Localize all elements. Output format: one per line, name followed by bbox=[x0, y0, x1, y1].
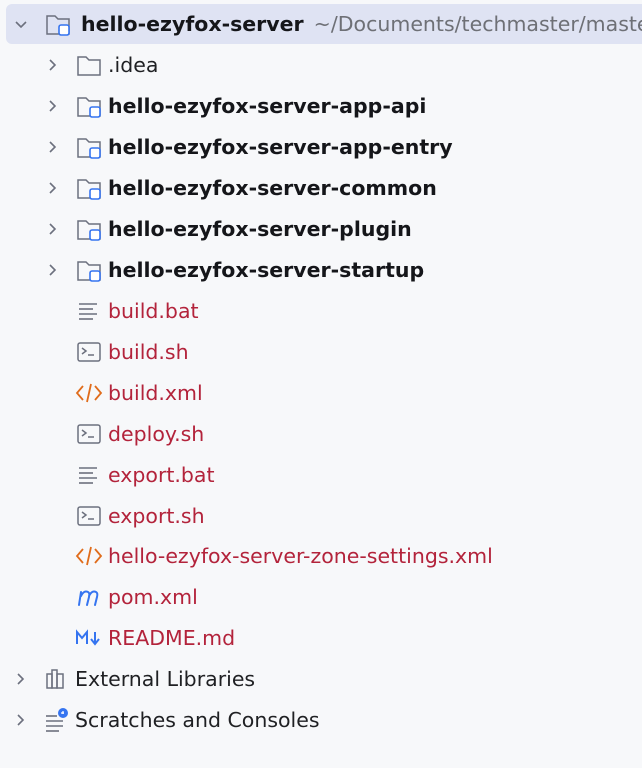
root-path: ~/Documents/techmaster/master bbox=[313, 12, 642, 36]
chevron-right-icon[interactable] bbox=[13, 672, 27, 686]
maven-pom-icon bbox=[78, 590, 99, 606]
module-folder-icon bbox=[46, 15, 70, 36]
chevron-right-icon[interactable] bbox=[45, 222, 59, 236]
xml-file-icon bbox=[75, 546, 103, 566]
shell-script-icon bbox=[77, 506, 101, 526]
tree-row-file[interactable]: deploy.sh bbox=[0, 414, 642, 454]
tree-row-label: hello-ezyfox-server-app-api bbox=[108, 94, 427, 118]
tree-row-label: build.sh bbox=[108, 340, 189, 364]
tree-row-label: pom.xml bbox=[108, 585, 198, 609]
tree-row-label: deploy.sh bbox=[108, 422, 205, 446]
module-folder-icon bbox=[77, 261, 101, 282]
tree-row-file[interactable]: export.sh bbox=[0, 496, 642, 536]
chevron-right-icon[interactable] bbox=[45, 181, 59, 195]
libraries-icon bbox=[46, 669, 64, 689]
chevron-down-icon[interactable] bbox=[14, 17, 28, 31]
tree-row-label: hello-ezyfox-server-plugin bbox=[108, 217, 412, 241]
text-file-icon bbox=[79, 303, 97, 320]
text-file-icon bbox=[79, 467, 97, 484]
chevron-right-icon[interactable] bbox=[45, 99, 59, 113]
tree-row-label: build.bat bbox=[108, 299, 199, 323]
tree-row-module[interactable]: hello-ezyfox-server-startup bbox=[0, 250, 642, 290]
chevron-right-icon[interactable] bbox=[45, 263, 59, 277]
tree-row-label: External Libraries bbox=[75, 667, 256, 691]
tree-row-file[interactable]: build.xml bbox=[0, 373, 642, 413]
tree-row-file[interactable]: build.bat bbox=[0, 291, 642, 331]
tree-row-label: hello-ezyfox-server-zone-settings.xml bbox=[108, 544, 493, 568]
tree-row-root[interactable]: hello-ezyfox-server ~/Documents/techmaste… bbox=[6, 4, 642, 44]
tree-row-label: hello-ezyfox-server-app-entry bbox=[108, 135, 453, 159]
tree-row-label: README.md bbox=[108, 626, 236, 650]
tree-row-file[interactable]: pom.xml bbox=[0, 577, 642, 617]
module-folder-icon bbox=[77, 97, 101, 118]
tree-row-label: .idea bbox=[108, 53, 159, 77]
tree-row-file[interactable]: hello-ezyfox-server-zone-settings.xml bbox=[0, 536, 642, 576]
tree-row-label: Scratches and Consoles bbox=[75, 708, 320, 732]
markdown-icon bbox=[76, 629, 100, 646]
tree-row-scratches[interactable]: Scratches and Consoles bbox=[0, 700, 642, 740]
shell-script-icon bbox=[77, 424, 101, 444]
chevron-right-icon[interactable] bbox=[13, 713, 27, 727]
chevron-right-icon[interactable] bbox=[45, 140, 59, 154]
tree-row-label: hello-ezyfox-server-common bbox=[108, 176, 437, 200]
root-name: hello-ezyfox-server bbox=[81, 12, 304, 36]
tree-row-file[interactable]: build.sh bbox=[0, 332, 642, 372]
tree-row-label: export.bat bbox=[108, 463, 215, 487]
tree-row-label: build.xml bbox=[108, 381, 203, 405]
shell-script-icon bbox=[77, 342, 101, 362]
tree-row-idea[interactable]: .idea bbox=[0, 45, 642, 85]
tree-row-label: hello-ezyfox-server-startup bbox=[108, 258, 425, 282]
module-folder-icon bbox=[77, 179, 101, 200]
tree-row-module[interactable]: hello-ezyfox-server-common bbox=[0, 168, 642, 208]
tree-row-file[interactable]: export.bat bbox=[0, 455, 642, 495]
tree-row-module[interactable]: hello-ezyfox-server-app-api bbox=[0, 86, 642, 126]
tree-row-module[interactable]: hello-ezyfox-server-app-entry bbox=[0, 127, 642, 167]
xml-file-icon bbox=[75, 383, 103, 403]
tree-row-module[interactable]: hello-ezyfox-server-plugin bbox=[0, 209, 642, 249]
tree-row-label: export.sh bbox=[108, 504, 205, 528]
folder-icon bbox=[77, 56, 101, 76]
tree-row-external-libraries[interactable]: External Libraries bbox=[0, 659, 642, 699]
scratches-icon bbox=[46, 708, 68, 732]
module-folder-icon bbox=[77, 220, 101, 241]
tree-row-file[interactable]: README.md bbox=[0, 618, 642, 658]
module-folder-icon bbox=[77, 138, 101, 159]
chevron-right-icon[interactable] bbox=[45, 58, 59, 72]
